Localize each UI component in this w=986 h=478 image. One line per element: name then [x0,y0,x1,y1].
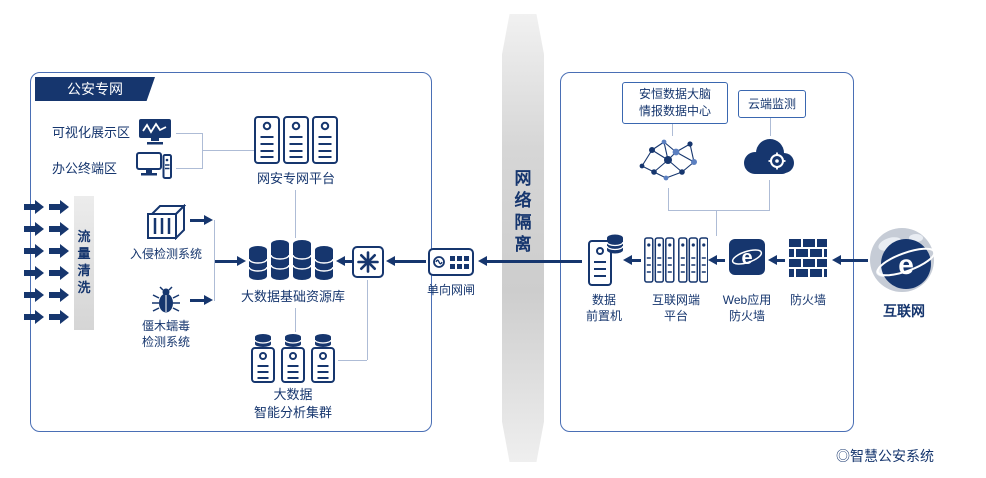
flow-arrow-icon [49,288,69,302]
security-gateway-icon [352,246,384,278]
flow-arrow [190,295,213,305]
flow-arrow-icon [24,288,44,302]
front-machine-label: 数据 前置机 [585,293,622,324]
flow-arrow-icon [49,310,69,324]
connector-line [668,188,669,210]
connector-line [176,133,202,134]
flow-arrow [623,255,641,265]
ids-label: 入侵检测系统 [129,247,202,261]
database-cluster-icon [248,238,336,291]
bigdata-cluster-label: 大数据 智能分析集群 [253,387,332,420]
firewall-icon [788,238,828,283]
waf-icon: e [728,238,766,281]
connector-line [176,168,202,169]
internet-globe-icon: e [868,226,940,303]
connector-line [770,116,771,136]
flow-arrow [386,256,426,266]
flow-arrow [832,255,868,265]
cloud-monitor-label: 云端监测 [738,90,806,118]
traffic-arrow-row [24,288,69,302]
traffic-arrows [24,200,69,324]
intrusion-detection-icon [146,203,187,245]
traffic-arrow-row [24,200,69,214]
connector-line [295,308,296,332]
one-way-gate-icon [428,248,474,281]
flow-arrow-icon [49,200,69,214]
internet-platform-icon [644,236,709,289]
flow-arrow [190,215,213,225]
desktop-terminal-icon [136,152,172,187]
office-area-label: 办公终端区 [52,161,118,176]
netsec-platform-label: 网安专网平台 [256,171,335,186]
viz-area-label: 可视化展示区 [52,125,131,140]
connector-line [202,150,254,151]
connector-line [668,210,770,211]
traffic-cleaning-label: 流 量 清 洗 [77,229,91,295]
flow-arrow [215,256,246,266]
traffic-arrow-row [24,310,69,324]
bigdata-repo-label: 大数据基础资源库 [240,289,345,304]
cloud-monitoring-icon [740,136,798,183]
flow-arrow-icon [24,244,44,258]
one-way-gate-label: 单向网闸 [426,283,475,297]
connector-line [367,280,368,360]
traffic-arrow-row [24,266,69,280]
flow-arrow-icon [24,266,44,280]
police-network-title: 公安专网 [35,77,155,101]
connector-line [202,133,203,169]
flow-arrow [478,256,582,266]
network-graph-icon [636,134,700,191]
traffic-cleaning-bar: 流 量 清 洗 [74,196,94,330]
firewall-label: 防火墙 [789,293,826,307]
connector-line [672,122,673,136]
connector-line [716,210,717,236]
flow-arrow-icon [24,310,44,324]
traffic-arrow-row [24,244,69,258]
waf-e-letter: e [741,247,752,269]
network-isolation-ribbon [502,14,544,462]
flow-arrow [336,256,352,266]
connector-line [214,220,215,301]
network-isolation-label: 网 络 隔 离 [514,169,532,255]
data-brain-label: 安恒数据大脑 情报数据中心 [622,82,728,124]
connector-line [769,180,770,210]
flow-arrow-icon [49,222,69,236]
monitor-chart-icon [138,118,172,151]
front-machine-icon [588,232,624,291]
connector-line [295,190,296,238]
flow-arrow-icon [24,200,44,214]
flow-arrow-icon [49,266,69,280]
system-watermark: ◎智慧公安系统 [836,448,934,464]
flow-arrow-icon [49,244,69,258]
internet-label: 互联网 [883,303,925,319]
internet-platform-label: 互联网端 平台 [651,293,700,324]
server-rack-icon [254,116,338,169]
flow-arrow [708,255,725,265]
flow-arrow-icon [24,222,44,236]
bug-icon [150,286,182,321]
connector-line [338,360,367,361]
waf-label: Web应用 防火墙 [722,293,772,324]
traffic-arrow-row [24,222,69,236]
analysis-cluster-icon [250,332,336,389]
flow-arrow [768,255,785,265]
malware-detect-label: 僵木蠕毒 检测系统 [141,319,190,350]
